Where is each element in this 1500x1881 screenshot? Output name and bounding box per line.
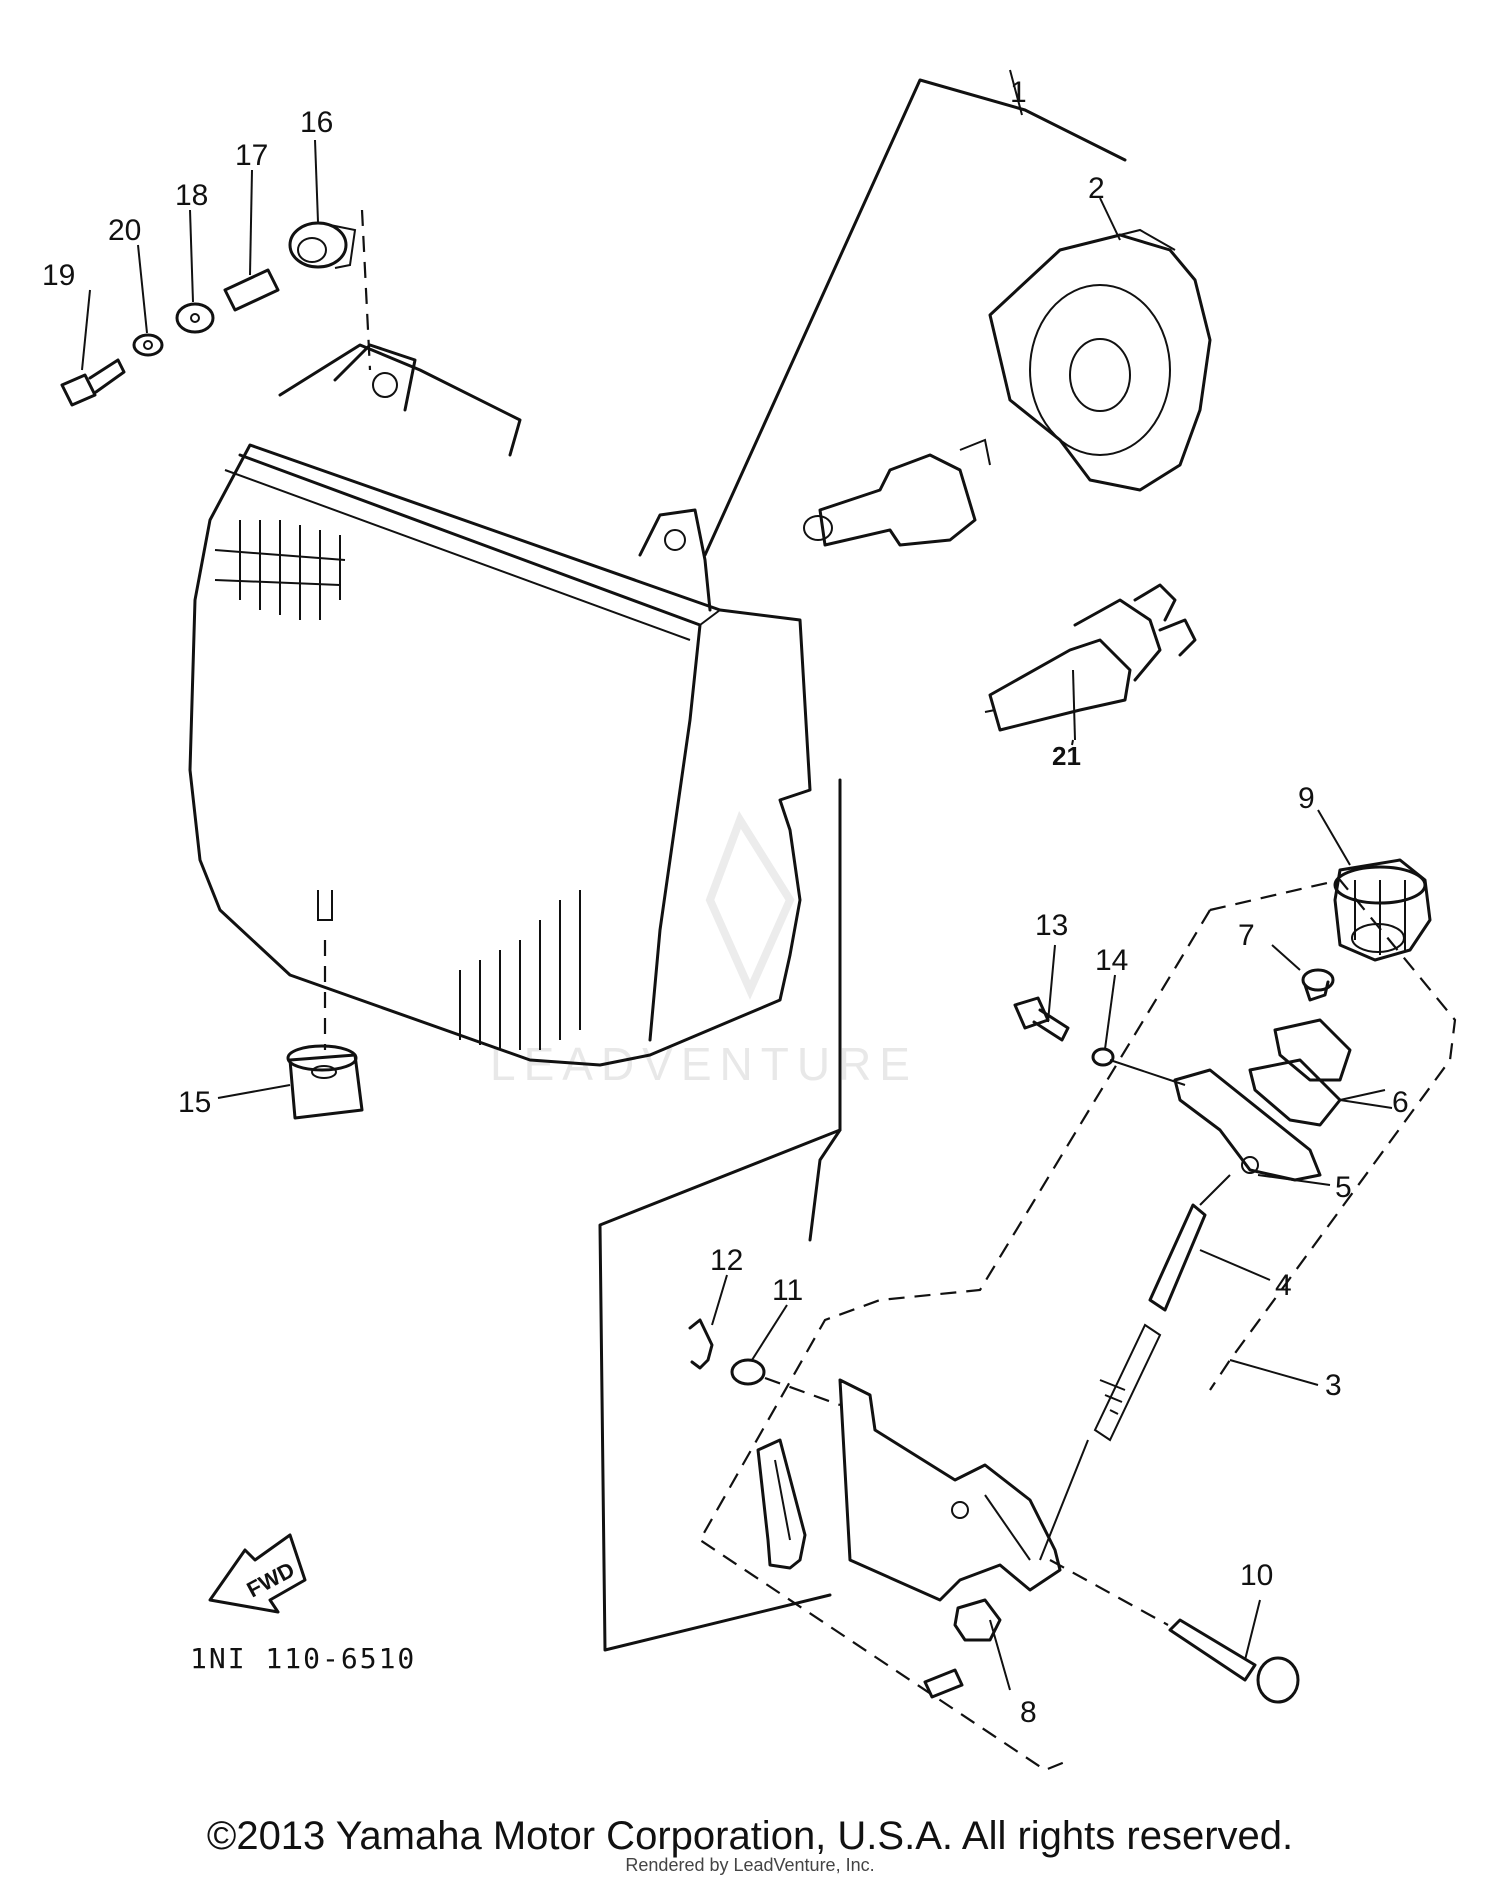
- fwd-label: FWD: [243, 1557, 299, 1603]
- callout-numbers: 1 2 3 4 5 6 7 8 9 10 11 12 13 14 15 16 1…: [42, 76, 1409, 1729]
- washer-20[interactable]: [132, 333, 164, 357]
- callout-7: 7: [1238, 919, 1255, 952]
- callout-3: 3: [1325, 1369, 1342, 1402]
- leadventure-watermark: LEADVENTURE: [490, 811, 918, 1090]
- socket-cover-2[interactable]: [988, 228, 1212, 492]
- holder-6[interactable]: [1248, 1018, 1352, 1127]
- callout-8: 8: [1020, 1696, 1037, 1729]
- bulb-21[interactable]: [984, 583, 1197, 732]
- callout-19: 19: [42, 259, 75, 292]
- callout-10: 10: [1240, 1559, 1273, 1592]
- nut-8[interactable]: [923, 1598, 1002, 1699]
- copyright-notice: ©2013 Yamaha Motor Corporation, U.S.A. A…: [206, 1814, 1294, 1858]
- adjuster-knob-9[interactable]: [1333, 858, 1432, 962]
- spring-holder[interactable]: [756, 1438, 807, 1570]
- plate-washer-18[interactable]: [175, 302, 215, 334]
- screw-7[interactable]: [1301, 968, 1335, 1002]
- headlight-lens-unit[interactable]: [188, 343, 812, 1067]
- grommet-15[interactable]: [286, 1044, 364, 1120]
- watermark-text: LEADVENTURE: [490, 1038, 918, 1090]
- callout-1: 1: [1010, 76, 1027, 109]
- collar-17[interactable]: [223, 268, 280, 312]
- callout-15: 15: [178, 1086, 211, 1119]
- headlight-bulb[interactable]: [803, 438, 991, 547]
- callout-6: 6: [1392, 1086, 1409, 1119]
- callout-9: 9: [1298, 782, 1315, 815]
- diagram-code: 1NI 110-6510: [190, 1642, 416, 1675]
- callout-12: 12: [710, 1244, 743, 1277]
- callout-5: 5: [1335, 1171, 1352, 1204]
- callout-4: 4: [1275, 1269, 1292, 1302]
- callout-2: 2: [1088, 172, 1105, 205]
- callout-21: 21: [1052, 741, 1081, 771]
- fwd-arrow: FWD: [208, 1533, 307, 1614]
- callout-20: 20: [108, 214, 141, 247]
- callout-18: 18: [175, 179, 208, 212]
- callout-13: 13: [1035, 909, 1068, 942]
- adjuster-bracket[interactable]: [838, 1378, 1062, 1602]
- callout-14: 14: [1095, 944, 1128, 977]
- adjuster-shaft-4[interactable]: [1093, 1203, 1207, 1442]
- grommet-16[interactable]: [288, 221, 357, 269]
- callout-16: 16: [300, 106, 333, 139]
- clip-12[interactable]: [688, 1318, 714, 1370]
- washer-14[interactable]: [1091, 1047, 1115, 1067]
- screw-13[interactable]: [1013, 996, 1070, 1042]
- callout-17: 17: [235, 139, 268, 172]
- bolt-19[interactable]: [60, 358, 126, 407]
- bolt-10[interactable]: [1168, 1618, 1300, 1704]
- washer-11[interactable]: [730, 1358, 766, 1386]
- callout-11: 11: [772, 1274, 803, 1307]
- rendered-by-notice: Rendered by LeadVenture, Inc.: [625, 1855, 875, 1875]
- plate-5[interactable]: [1173, 1068, 1322, 1182]
